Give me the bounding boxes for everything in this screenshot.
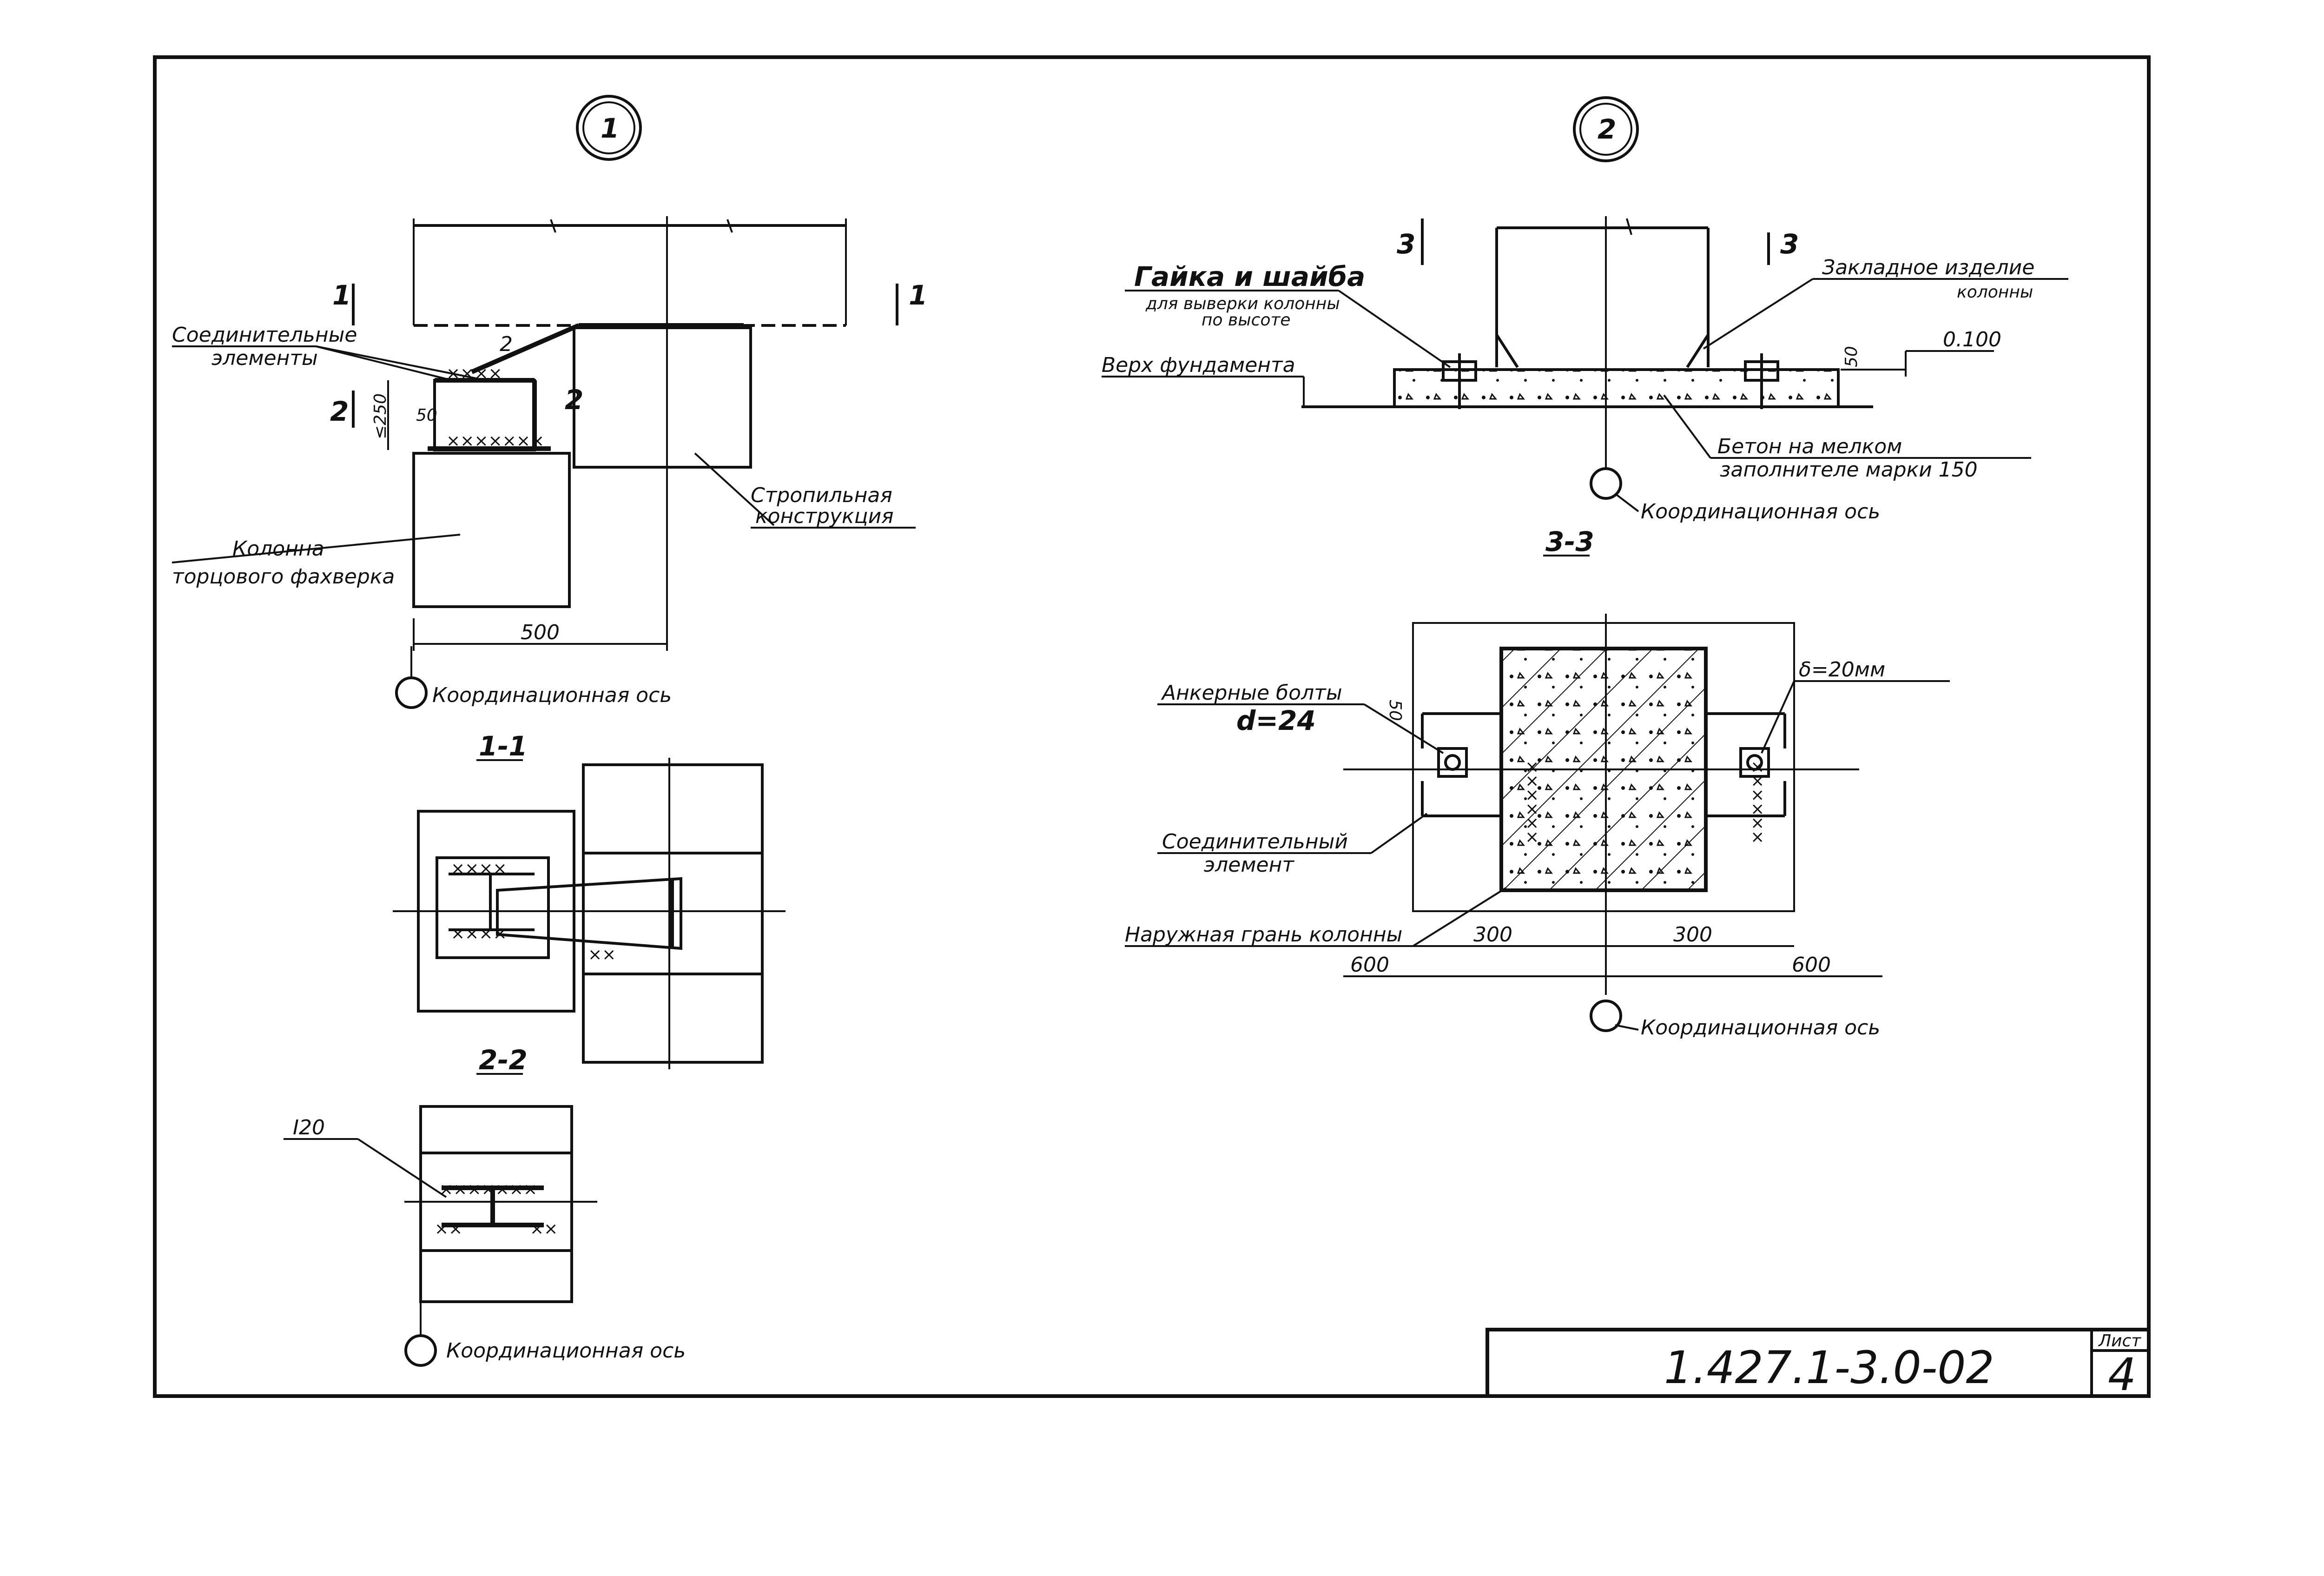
- label-anchor-2: d=24: [1236, 705, 1316, 736]
- dim-600-left: 600: [1350, 953, 1389, 977]
- section-3-3-title: 3-3: [1545, 526, 1594, 557]
- svg-text:××××: ××××: [451, 859, 507, 878]
- detail-1-section-2-right: 2: [565, 384, 583, 416]
- detail-1-dim-width: 500: [521, 621, 560, 644]
- detail-1-section-mark-left: 1: [332, 279, 351, 311]
- label-column-2: торцового фахверка: [172, 565, 395, 589]
- section-2-2: 2-2 ××××××× ×× ×× I20 Координационная ос…: [284, 1044, 686, 1367]
- section-3-3: 3-3 ×××××× ×××××× 300 300 600 600 50 Анк…: [1125, 526, 1950, 1040]
- label-concrete-2: заполнителе марки 150: [1720, 458, 1978, 482]
- rafter-block: [573, 326, 752, 469]
- detail-1-weld: 2: [500, 332, 513, 356]
- svg-text:××: ××: [435, 1219, 462, 1238]
- sheet-frame: [153, 55, 2151, 1398]
- concrete-pad: [1393, 368, 1840, 408]
- label-connecting-2: элемент: [1204, 853, 1294, 877]
- svg-text:××××××: ××××××: [1523, 760, 1542, 844]
- label-outer-face: Наружная грань колонны: [1125, 923, 1402, 947]
- label-embedded-1: Закладное изделие: [1822, 256, 2034, 279]
- label-gap: 50: [1842, 346, 1861, 367]
- title-block: 1.427.1-3.0-02 Лист 4: [1486, 1328, 2151, 1401]
- label-anchor-1: Анкерные болты: [1161, 681, 1342, 705]
- detail-1-section-mark-right: 1: [909, 279, 927, 311]
- detail-2-marker: [1573, 96, 1639, 162]
- svg-text:××: ××: [530, 1219, 558, 1238]
- section-2-2-title: 2-2: [479, 1044, 528, 1076]
- detail-1-marker-text: 1: [601, 113, 619, 144]
- label-nut-1: Гайка и шайба: [1134, 261, 1365, 292]
- label-rafter-1: Стропильная: [751, 483, 892, 507]
- detail-2-section-right: 3: [1780, 228, 1799, 260]
- section-1-1-title: 1-1: [479, 730, 528, 762]
- svg-text:××: ××: [588, 945, 616, 964]
- dim-300-left: 300: [1473, 923, 1512, 947]
- detail-1-coord-axis: Координационная ось: [432, 683, 672, 707]
- label-level: 0.100: [1943, 328, 2001, 351]
- dim-300-right: 300: [1673, 923, 1712, 947]
- detail-1-marker: [576, 95, 642, 161]
- label-foundation-top: Верх фундамента: [1102, 353, 1295, 377]
- label-nut-3: по высоте: [1202, 311, 1291, 330]
- svg-text:×××××××: ×××××××: [446, 431, 544, 450]
- detail-2-section-left: 3: [1397, 228, 1415, 260]
- column-block: [412, 452, 571, 608]
- label-connecting-elements-1: Соединительные: [172, 323, 357, 347]
- detail-1-dim-offset: 50: [416, 406, 437, 425]
- section-3-3-coord-axis: Координационная ось: [1641, 1016, 1880, 1040]
- section-2-2-profile: I20: [293, 1116, 325, 1139]
- label-connecting-elements-2: элементы: [211, 346, 318, 370]
- svg-text:×××××××: ×××××××: [439, 1180, 537, 1199]
- title-block-sheet-label: Лист: [2098, 1331, 2141, 1351]
- detail-2-marker-text: 2: [1598, 113, 1616, 145]
- label-connecting-1: Соединительный: [1162, 830, 1348, 854]
- label-thickness: δ=20мм: [1799, 658, 1885, 682]
- label-concrete-1: Бетон на мелком: [1717, 435, 1902, 458]
- detail-1-section-2-left: 2: [330, 396, 349, 427]
- detail-2: 2 3 3 Гайка и шайба для выверки колонны …: [1102, 96, 2068, 523]
- label-embedded-2: колонны: [1957, 283, 2033, 302]
- label-nut-2: для выверки колонны: [1145, 294, 1340, 313]
- section-2-2-coord-axis: Координационная ось: [446, 1339, 686, 1363]
- label-rafter-2: конструкция: [755, 504, 894, 528]
- dim-600-right: 600: [1792, 953, 1831, 977]
- svg-text:××××××: ××××××: [1748, 760, 1767, 844]
- detail-2-coord-axis: Координационная ось: [1641, 500, 1880, 523]
- detail-1-dim-height: ≤250: [371, 393, 390, 439]
- title-block-sheet-number: 4: [2108, 1349, 2136, 1401]
- section-1-1: 1-1 ×××× ×××× ××: [393, 730, 786, 1069]
- dim-50-side: 50: [1386, 700, 1405, 721]
- detail-1: 1 1 1 ××××××× ×××× 500: [172, 95, 927, 709]
- title-block-code: 1.427.1-3.0-02: [1664, 1342, 1994, 1394]
